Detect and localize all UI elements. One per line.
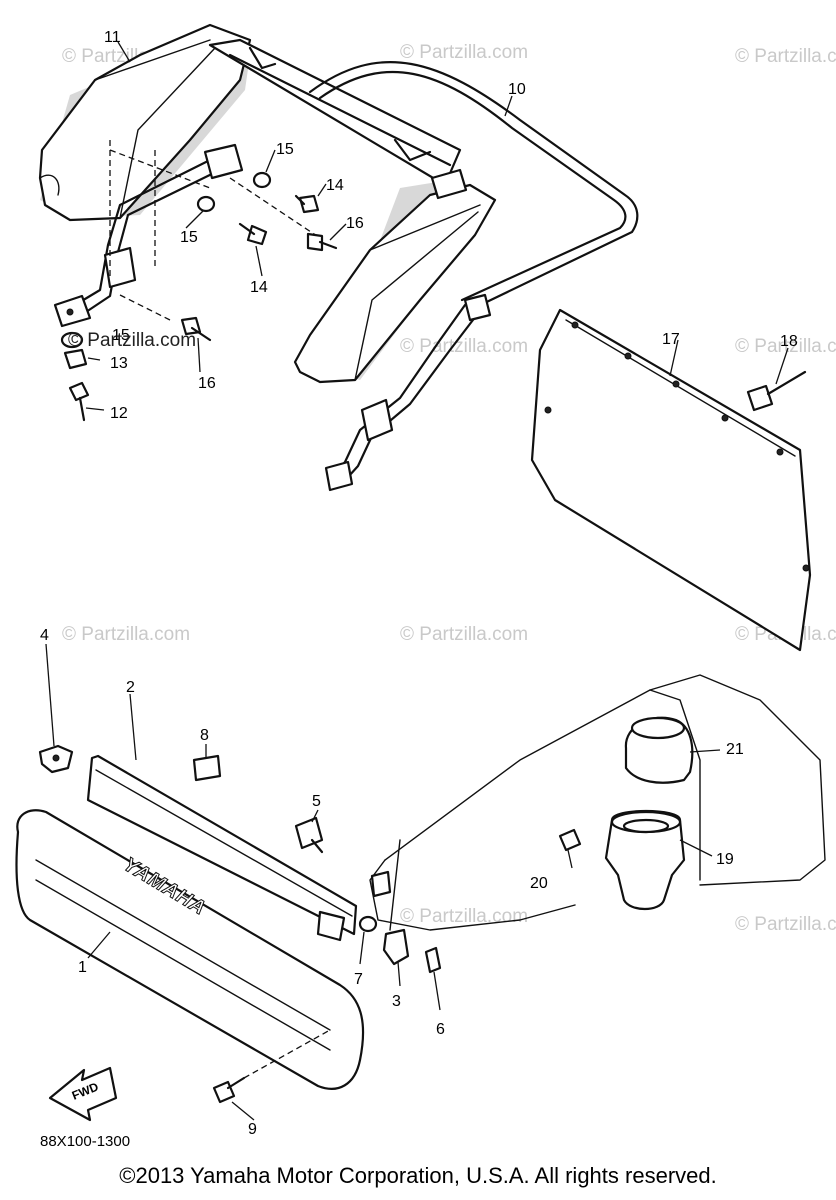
callout-14: 14 bbox=[250, 279, 268, 296]
watermark: © Partzilla.com bbox=[400, 906, 528, 927]
callout-3: 3 bbox=[392, 993, 401, 1010]
part-10-carrier-frame bbox=[53, 38, 639, 492]
callout-7: 7 bbox=[354, 971, 363, 988]
callout-6: 6 bbox=[436, 1021, 445, 1038]
copyright-notice: ©2013 Yamaha Motor Corporation, U.S.A. A… bbox=[119, 1163, 717, 1188]
forward-arrow-icon: FWD bbox=[48, 1066, 118, 1122]
callout-19: 19 bbox=[716, 851, 734, 868]
callout-15: 15 bbox=[180, 229, 198, 246]
part-20-fastener bbox=[558, 828, 582, 852]
drawing-code: 88X100-1300 bbox=[40, 1133, 130, 1150]
callout-8: 8 bbox=[200, 727, 209, 744]
watermark: © Partzilla.com bbox=[400, 336, 528, 357]
callout-10: 10 bbox=[508, 81, 526, 98]
callout-18: 18 bbox=[780, 333, 798, 350]
callout-21: 21 bbox=[726, 741, 744, 758]
part-11-carrier-pad-right bbox=[293, 168, 497, 384]
callout-5: 5 bbox=[312, 793, 321, 810]
callout-20: 20 bbox=[530, 875, 548, 892]
watermark: © Partzilla.com bbox=[735, 914, 836, 935]
part-2-strip bbox=[86, 754, 358, 942]
part-4-bracket bbox=[38, 744, 74, 774]
part-8-label bbox=[192, 754, 222, 782]
part-17-panel bbox=[530, 308, 812, 652]
callout-12: 12 bbox=[110, 405, 128, 422]
callout-1: 1 bbox=[78, 959, 87, 976]
watermark: © Partzilla.com bbox=[735, 336, 836, 357]
part-11-carrier-pad-left bbox=[38, 23, 252, 222]
callout-15: 15 bbox=[276, 141, 294, 158]
leader-lines bbox=[45, 41, 789, 1121]
callout-2: 2 bbox=[126, 679, 135, 696]
part-5-clip bbox=[294, 816, 324, 854]
callout-13: 13 bbox=[110, 355, 128, 372]
callout-16: 16 bbox=[346, 215, 364, 232]
part-19-filler-neck bbox=[604, 809, 686, 911]
part-21-cap bbox=[624, 716, 694, 784]
part-18-screw bbox=[746, 370, 807, 412]
parts-3-6-7 bbox=[358, 915, 442, 974]
part-9-bolt bbox=[212, 1029, 331, 1104]
callout-16: 16 bbox=[198, 375, 216, 392]
callout-9: 9 bbox=[248, 1121, 257, 1138]
callout-14: 14 bbox=[326, 177, 344, 194]
callouts: 11 10 15 14 15 16 14 17 18 15 13 12 16 4… bbox=[40, 29, 798, 1138]
watermark: © Partzilla.com bbox=[400, 624, 528, 645]
watermark-dark: © Partzilla.com bbox=[68, 330, 196, 351]
fender-body bbox=[369, 674, 826, 931]
callout-11: 11 bbox=[104, 29, 121, 46]
watermark: © Partzilla.com bbox=[735, 46, 836, 67]
callout-15: 15 bbox=[112, 327, 130, 344]
fasteners-12-16 bbox=[60, 171, 338, 422]
callout-17: 17 bbox=[662, 331, 680, 348]
watermark: © Partzilla.com bbox=[62, 624, 190, 645]
assembly-lines-top bbox=[109, 140, 321, 321]
watermark: © Partzilla.com bbox=[400, 42, 528, 63]
callout-4: 4 bbox=[40, 627, 49, 644]
